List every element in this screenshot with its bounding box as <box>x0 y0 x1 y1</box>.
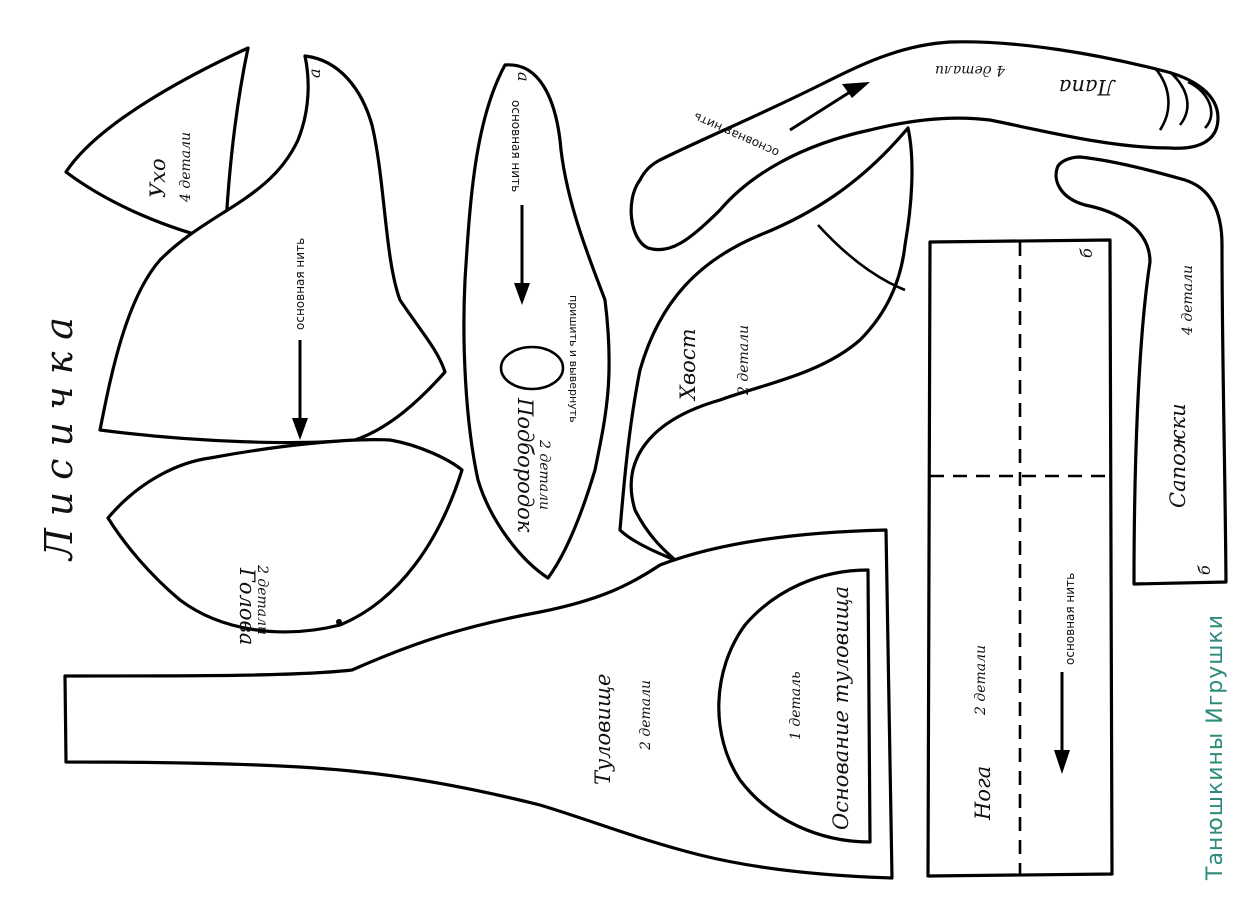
pattern-title: Лисичка <box>37 305 81 562</box>
tail-name: Хвост <box>676 329 700 403</box>
ear-count: 4 детали <box>178 132 194 203</box>
boots-name: Сапожки <box>1166 403 1190 508</box>
brand-label: Танюшкины Игрушки <box>1203 614 1228 881</box>
chin-grain: основная нить <box>509 100 523 192</box>
head-top-grain: основная нить <box>293 238 307 330</box>
boots-corner: б <box>1195 565 1214 575</box>
chin-corner: а <box>514 72 533 82</box>
leg-grain: основная нить <box>1063 573 1077 665</box>
chin-note: пришить и вывернуть <box>567 295 580 423</box>
piece-tail: Хвост 2 детали <box>618 126 914 562</box>
body-base-name: Основание туловища <box>829 586 853 830</box>
chin-name: Подбородок <box>513 397 537 533</box>
head-top-corner: а <box>305 68 324 78</box>
piece-paw: Лапа 4 детали основная нить <box>629 40 1220 252</box>
piece-head: Голова 2 детали <box>106 438 464 645</box>
piece-ear: Ухо 4 детали <box>64 46 250 244</box>
boots-count: 4 детали <box>1180 265 1196 336</box>
piece-body: Туловище 2 детали <box>63 528 894 880</box>
chin-count: 2 детали <box>536 439 552 510</box>
body-count: 2 детали <box>638 680 654 751</box>
paw-name: Лапа <box>1059 75 1116 99</box>
leg-name: Нога <box>971 766 995 821</box>
leg-corner: б <box>1077 248 1096 258</box>
head-name: Голова <box>235 567 259 645</box>
body-name: Туловище <box>591 674 615 785</box>
leg-count: 2 детали <box>973 645 989 716</box>
paw-count: 4 детали <box>935 62 1006 78</box>
piece-body-base: Основание туловища 1 деталь <box>717 568 872 844</box>
piece-chin: а основная нить пришить и вывернуть Подб… <box>462 63 611 580</box>
head-count: 2 детали <box>254 564 270 635</box>
tail-count: 2 детали <box>736 325 752 396</box>
ear-name: Ухо <box>146 158 170 198</box>
piece-boots: Сапожки 4 детали б <box>1054 155 1228 586</box>
body-base-count: 1 деталь <box>788 671 804 740</box>
piece-leg: б Нога 2 детали основная нить <box>926 238 1114 878</box>
